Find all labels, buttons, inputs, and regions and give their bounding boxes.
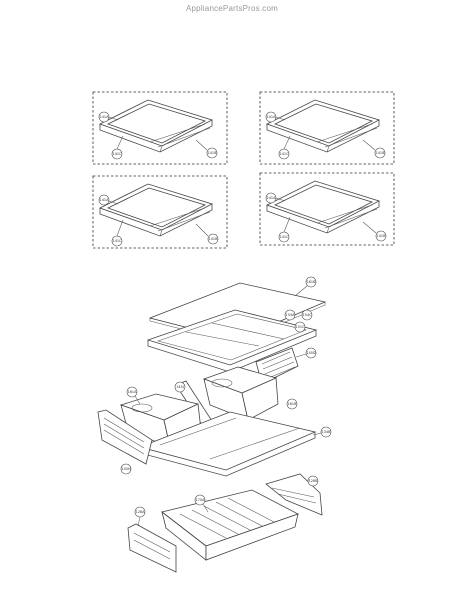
left-lower-bracket [127, 523, 177, 573]
callout-label: 141C [280, 235, 289, 239]
callout-label: 170A [196, 498, 205, 502]
callout [305, 276, 317, 288]
callout-label: 128A [136, 510, 145, 514]
callout-label: 141C [280, 152, 289, 156]
callout [284, 309, 296, 321]
callout-label: 141C [113, 239, 122, 243]
watermark: AppliancePartsPros.com [186, 4, 278, 13]
callout-label: 151C [296, 325, 305, 329]
callout-label: 161A [128, 390, 137, 394]
callout [305, 347, 317, 359]
callout [126, 386, 138, 398]
right-crisper-drawer [202, 366, 279, 421]
callout [120, 463, 132, 475]
callout [294, 321, 306, 333]
callout-label: 141A [100, 115, 109, 119]
glass-shelf [98, 99, 214, 153]
callout-label: 134B [322, 430, 331, 434]
bottom-pan-drawer [161, 489, 300, 561]
callout-label: 154A [286, 313, 295, 317]
crisper-assembly: 161B 154A 154C 151C 145D [97, 276, 332, 573]
shelf-group-1: 141A 141C 141B [92, 91, 228, 165]
callout [375, 230, 387, 242]
glass-shelf [98, 183, 214, 237]
callout-label: 141A [267, 115, 276, 119]
glass-shelf [265, 180, 381, 234]
callout [174, 381, 186, 393]
shelf-group-3: 141A 141C 141B [92, 175, 228, 249]
callout-label: 141B [376, 151, 385, 155]
callout-label: 141B [377, 234, 386, 238]
callout [98, 194, 110, 206]
callout-label: 145D [306, 351, 315, 355]
callout [286, 398, 298, 410]
shelf-group-frame [92, 91, 228, 165]
shelf-group-2: 141A 141C 141B [259, 91, 395, 165]
callout-label: 141A [267, 196, 276, 200]
callout [307, 475, 319, 487]
callout-label: 141B [209, 237, 218, 241]
callout [320, 426, 332, 438]
callout-label: 141C [113, 152, 122, 156]
callout-label: 128B [309, 479, 318, 483]
shelf-group-frame [259, 91, 395, 165]
callout [207, 233, 219, 245]
glass-shelf [265, 99, 381, 153]
shelf-group-4: 141A 141C 141B [259, 172, 395, 246]
callout-label: 141A [100, 198, 109, 202]
callout-label: 145J [176, 385, 183, 389]
shelf-group-frame [259, 172, 395, 246]
callout-label: 161B [288, 402, 297, 406]
callout [194, 494, 206, 506]
callout-label: 161B [307, 280, 316, 284]
callout [301, 309, 313, 321]
left-side-bracket [97, 409, 153, 465]
callout-label: 154C [303, 313, 312, 317]
crisper-bottom-shelf [138, 411, 317, 477]
shelf-group-frame [92, 175, 228, 249]
right-lower-bracket [265, 473, 323, 516]
callout-label: 141B [208, 151, 217, 155]
callout-label: 145H [121, 467, 130, 471]
callout [374, 147, 386, 159]
callout [206, 147, 218, 159]
